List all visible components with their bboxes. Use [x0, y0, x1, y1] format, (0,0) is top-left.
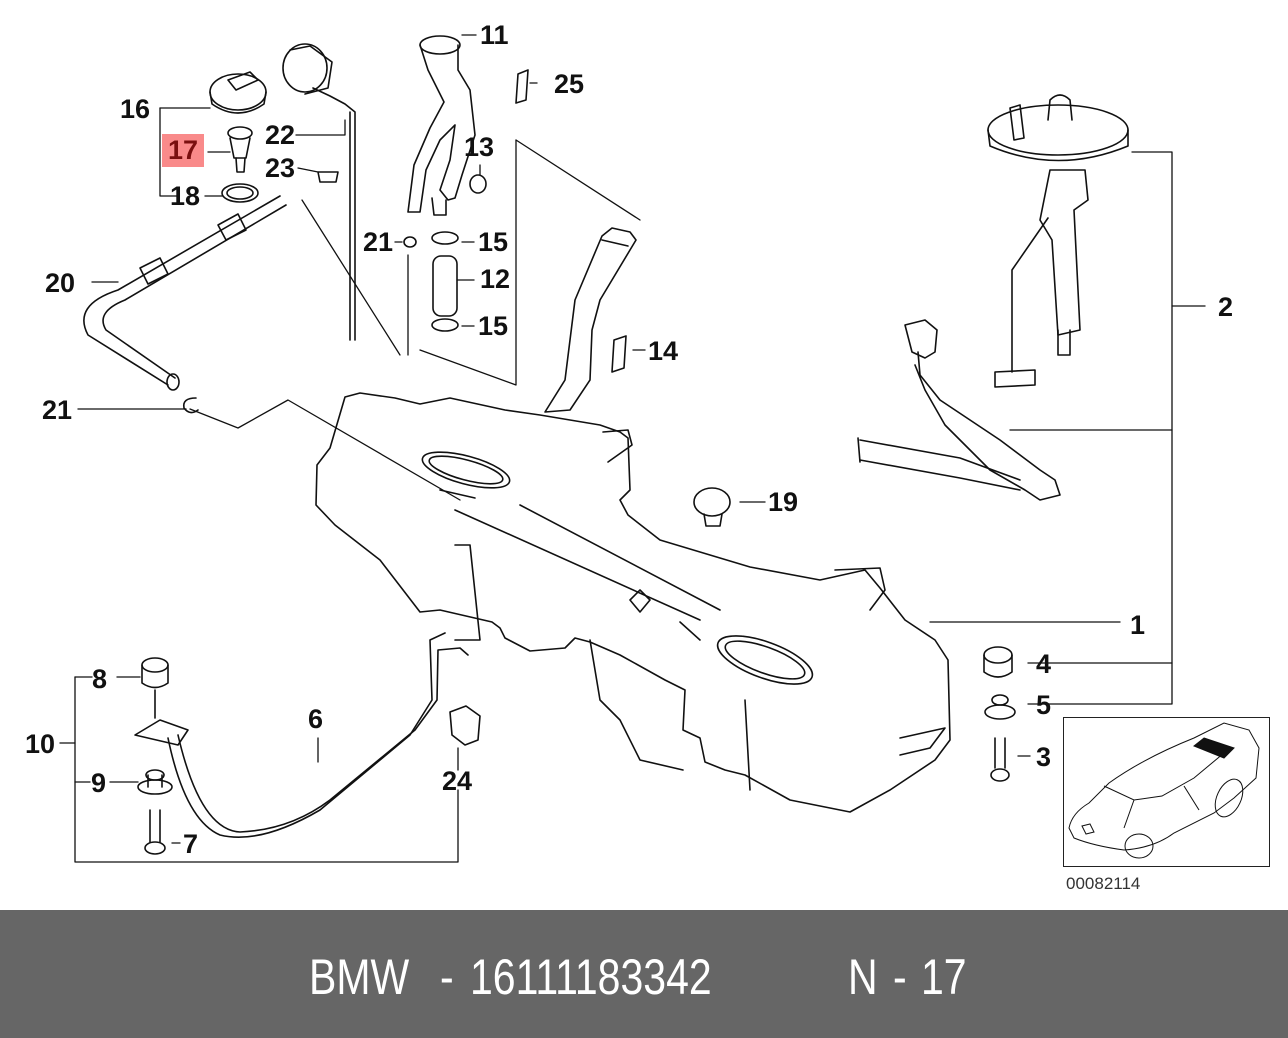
position-number: 17	[921, 949, 967, 1005]
callout-18[interactable]: 18	[170, 181, 201, 211]
callout-17-highlighted[interactable]: 17	[162, 134, 205, 167]
fuel-cap	[209, 71, 267, 114]
callout-10[interactable]: 10	[25, 729, 56, 759]
callout-9[interactable]: 9	[91, 768, 107, 798]
vent-canister	[282, 43, 356, 341]
callout-12[interactable]: 12	[480, 264, 511, 294]
cap-13	[469, 174, 487, 194]
callout-3[interactable]: 3	[1036, 742, 1052, 772]
car-location-inset	[1063, 717, 1270, 867]
filler-pipe	[544, 227, 637, 413]
callout-22[interactable]: 22	[265, 120, 296, 150]
callout-14[interactable]: 14	[648, 336, 679, 366]
callout-2[interactable]: 2	[1218, 292, 1234, 322]
part-info-footer: BMW - 16111183342 N - 17	[0, 910, 1288, 1038]
callout-4[interactable]: 4	[1036, 649, 1052, 679]
car-outline-icon	[1068, 722, 1260, 859]
hose-12	[403, 231, 459, 332]
mounting-hardware	[137, 646, 1016, 855]
filler-neck	[407, 35, 476, 216]
diagram-drawing	[59, 34, 1206, 863]
callout-21-center[interactable]: 21	[363, 227, 394, 257]
vent-hose	[83, 195, 287, 391]
tank-strap	[134, 632, 469, 838]
fuel-pump-sender	[987, 94, 1129, 388]
parts-diagram: 1 2 3 4 5 6 7 8 9 10 11 12 13 14 15 15 1…	[25, 20, 1270, 893]
callout-20[interactable]: 20	[45, 268, 76, 298]
seal-ring	[221, 183, 259, 203]
callout-5[interactable]: 5	[1036, 690, 1052, 720]
suction-pump	[857, 319, 1061, 501]
callout-15-upper[interactable]: 15	[478, 227, 509, 257]
callout-23[interactable]: 23	[265, 153, 296, 183]
clamp	[182, 397, 199, 414]
callout-7[interactable]: 7	[183, 829, 199, 859]
pad-14	[611, 335, 627, 373]
catalog-number: 00082114	[1066, 874, 1141, 893]
leader-lines	[59, 34, 1206, 863]
callout-25[interactable]: 25	[554, 69, 585, 99]
pad-25	[515, 69, 529, 104]
clip-24	[449, 705, 481, 746]
callout-8[interactable]: 8	[92, 664, 108, 694]
callout-15-lower[interactable]: 15	[478, 311, 509, 341]
callout-24[interactable]: 24	[442, 766, 473, 796]
callout-19[interactable]: 19	[768, 487, 799, 517]
position-separator: -	[893, 949, 907, 1005]
callout-16[interactable]: 16	[120, 94, 151, 124]
grommet-19	[693, 487, 731, 527]
callout-11[interactable]: 11	[480, 20, 509, 50]
fuel-tank	[315, 392, 951, 813]
callout-21-left[interactable]: 21	[42, 395, 73, 425]
seal-ring-inner	[226, 186, 254, 200]
callout-1[interactable]: 1	[1130, 610, 1146, 640]
callout-13[interactable]: 13	[464, 132, 495, 162]
clip	[317, 171, 339, 183]
brand-separator: -	[440, 949, 454, 1005]
valve-part-17	[227, 126, 253, 173]
brand-label: BMW	[309, 949, 410, 1005]
part-number: 16111183342	[470, 949, 712, 1005]
callout-6[interactable]: 6	[308, 704, 324, 734]
position-prefix: N	[848, 949, 878, 1005]
